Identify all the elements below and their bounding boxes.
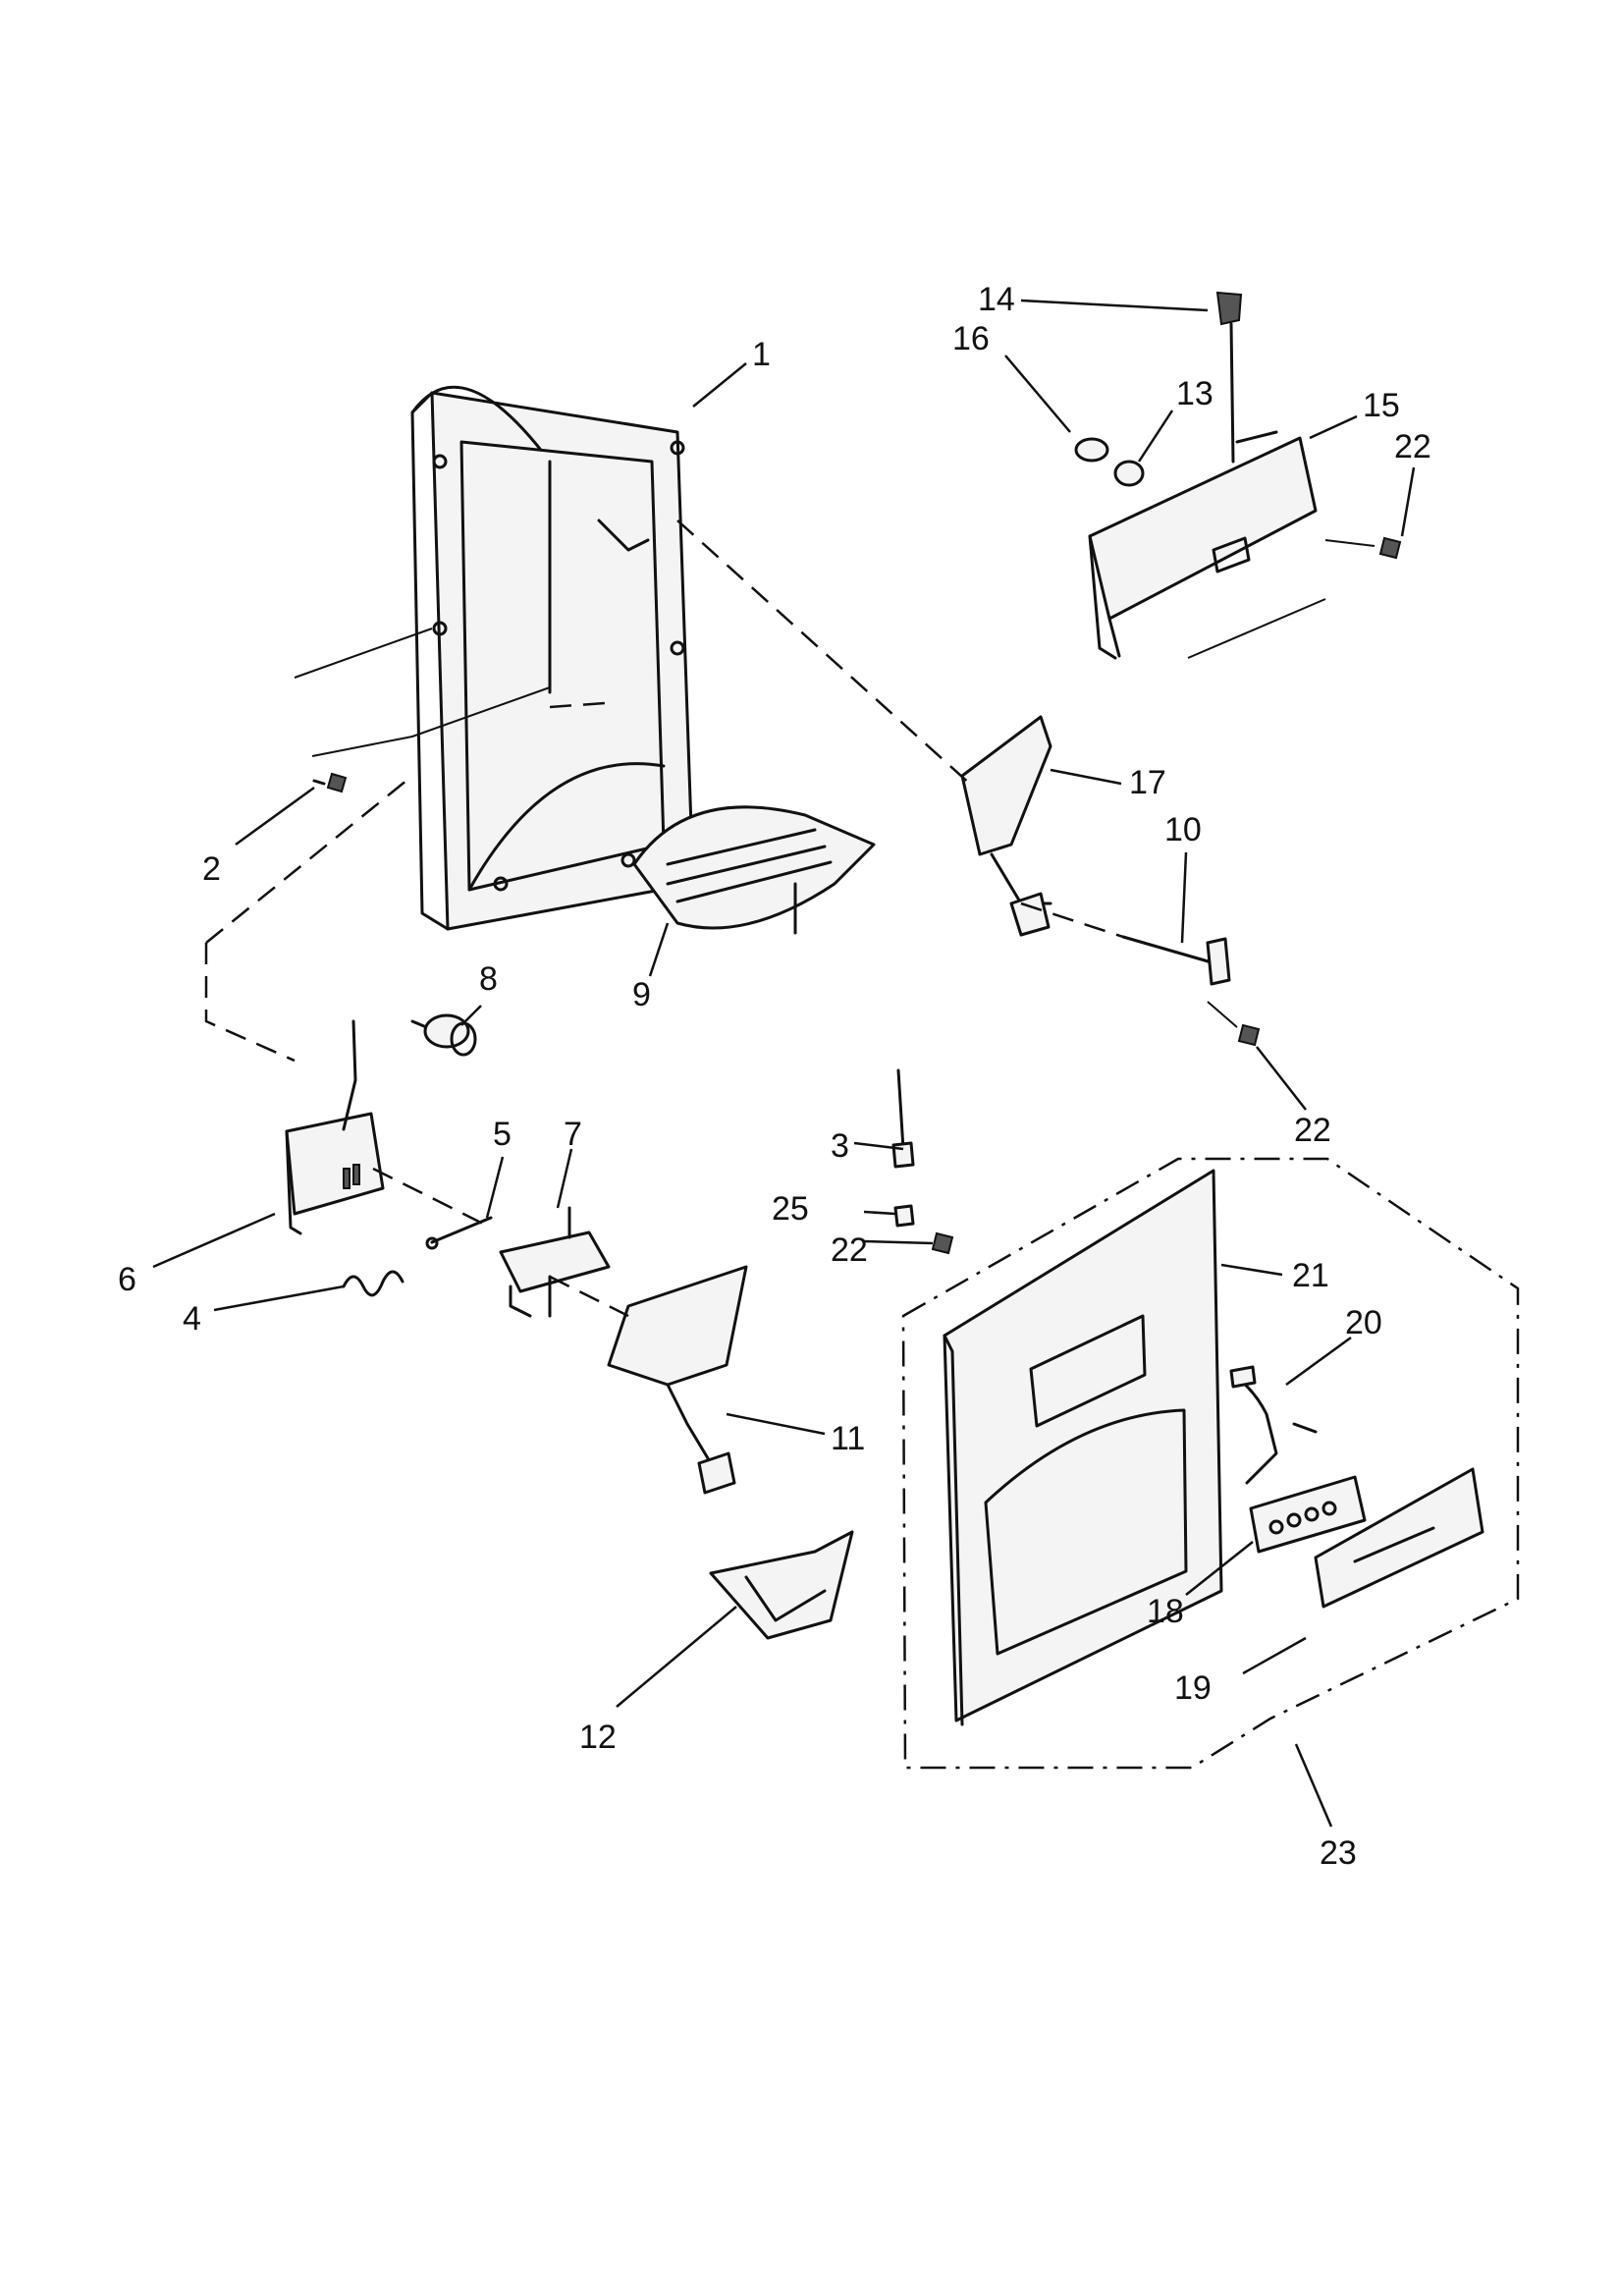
callout-12: 12 [579, 1719, 617, 1756]
assembly-lines [204, 519, 1326, 1318]
callout-10: 10 [1164, 811, 1202, 848]
callout-labels: 14 16 13 15 22 1 2 17 10 22 9 8 5 7 6 4 … [118, 281, 1431, 1872]
part-22c-screw [931, 1231, 954, 1255]
part-4-spring [342, 1270, 404, 1297]
callout-1: 1 [752, 336, 771, 373]
part-16-bulb [1074, 437, 1109, 463]
part-23-dispenser-assembly [901, 1157, 1520, 1770]
callout-4: 4 [183, 1300, 201, 1338]
part-25-insulator [893, 1204, 915, 1228]
callout-6: 6 [118, 1261, 136, 1298]
part-11-chute-door [607, 1265, 748, 1495]
callout-22c: 22 [831, 1231, 868, 1269]
callout-13: 13 [1176, 375, 1214, 412]
part-6-actuator [285, 1019, 385, 1235]
callout-16: 16 [952, 320, 990, 357]
part-19-overlay [1314, 1467, 1484, 1609]
callout-15: 15 [1363, 387, 1400, 424]
callout-11: 11 [831, 1420, 865, 1457]
part-20-wire-harness [1229, 1365, 1318, 1485]
callout-9: 9 [632, 976, 651, 1013]
part-22b-screw [1207, 1001, 1261, 1047]
part-10-pivot-rod [1121, 935, 1231, 986]
callout-22a: 22 [1394, 428, 1431, 465]
part-13-socket [1113, 460, 1145, 487]
part-7-hinge-bracket [499, 1206, 611, 1318]
part-8-plunger [410, 1013, 477, 1057]
part-18-control-board [1249, 1475, 1367, 1554]
callout-18: 18 [1147, 1593, 1184, 1630]
callout-leaders [152, 299, 1416, 1828]
callout-2: 2 [202, 850, 221, 888]
part-22a-screw [1324, 536, 1402, 560]
callout-22b: 22 [1294, 1112, 1331, 1149]
part-15-switch-housing [1088, 430, 1318, 660]
part-21-front-panel [943, 1169, 1223, 1726]
part-3-switch [891, 1068, 915, 1169]
callout-14: 14 [978, 281, 1015, 318]
callout-25: 25 [772, 1190, 809, 1228]
part-1-housing-frame [410, 385, 695, 931]
part-2-screw [312, 772, 348, 793]
callout-5: 5 [493, 1116, 512, 1153]
callout-17: 17 [1129, 764, 1166, 801]
part-14-switch-key [1215, 291, 1243, 464]
callout-23: 23 [1320, 1834, 1357, 1872]
callout-21: 21 [1292, 1257, 1329, 1294]
part-17-lever [960, 715, 1052, 937]
part-9-drip-tray [632, 805, 876, 935]
callout-20: 20 [1345, 1304, 1382, 1341]
callout-3: 3 [831, 1127, 849, 1165]
part-12-ice-chute [709, 1530, 854, 1640]
callout-7: 7 [564, 1116, 582, 1153]
callout-8: 8 [479, 960, 498, 998]
callout-19: 19 [1174, 1669, 1212, 1707]
